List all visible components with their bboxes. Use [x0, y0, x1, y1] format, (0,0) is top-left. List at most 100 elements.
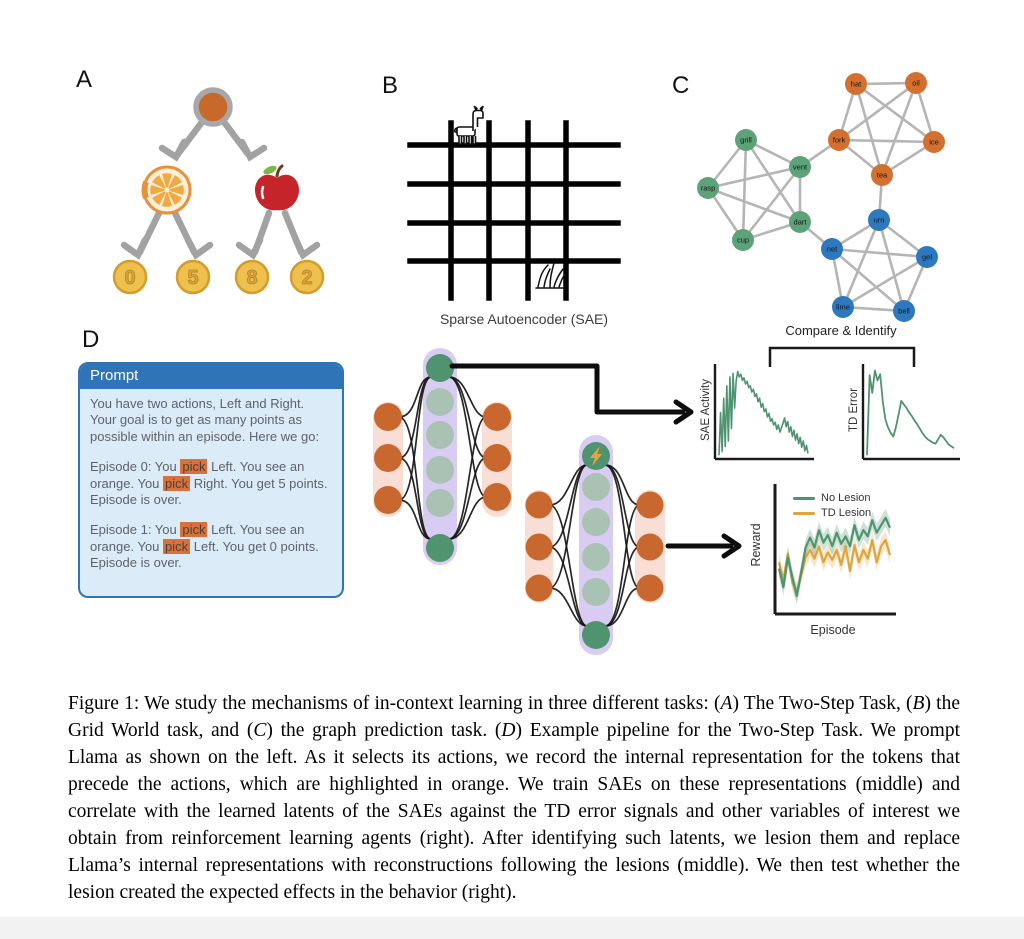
prompt-text: Left. You get 0 points. Episode is over. [90, 538, 319, 570]
coin-icon: 2 [289, 259, 325, 295]
graph-edge [741, 166, 802, 241]
panel-b-label: B [382, 72, 399, 99]
prompt-text: Left. You see an orange. You [90, 522, 305, 554]
prompt-text: Episode 1: You [90, 522, 181, 538]
connection [604, 546, 640, 627]
td-lesion-legend-swatch [793, 512, 815, 515]
compare-bracket [768, 346, 916, 367]
graph-node-net: net [821, 238, 843, 260]
graph-node-label: urn [874, 216, 885, 225]
output-node [636, 574, 664, 602]
connection [448, 416, 487, 540]
lightning-lesion-icon [590, 446, 602, 466]
graph-node-grill: grill [735, 129, 757, 151]
graph-node-cup: cup [732, 229, 754, 251]
input-node [525, 491, 553, 519]
input-node [374, 403, 402, 431]
graph-edge [838, 81, 917, 142]
no-lesion-legend-swatch [793, 497, 815, 500]
input-node [525, 533, 553, 561]
grid-world-diagram [407, 105, 621, 301]
graph-edge [880, 82, 918, 176]
connection [398, 457, 432, 540]
active-latent-node [426, 354, 454, 382]
active-latent-node [582, 621, 610, 649]
sae-network-1 [373, 348, 512, 565]
latent-node [426, 456, 454, 484]
caption-text: ) the Grid World task, and ( [68, 693, 960, 741]
graph-node-urn: urn [868, 209, 890, 231]
graph-edge [707, 165, 801, 190]
graph-edge [854, 83, 884, 176]
prompt-paragraph: Episode 0: You pick Left. You see an ora… [90, 459, 332, 508]
coin-value: 5 [187, 267, 198, 289]
graph-edge [855, 82, 935, 144]
series-line [777, 516, 892, 597]
no-lesion-legend-label: No Lesion [821, 492, 871, 504]
graph-node-label: ice [929, 138, 939, 147]
graph-edge [831, 248, 905, 312]
figure-caption: Figure 1: We study the mechanisms of in-… [68, 690, 960, 906]
sae-activity-plot [713, 364, 814, 461]
coin-icon: 8 [234, 259, 270, 295]
panel-c-label: C [672, 72, 690, 99]
graph-node-lime: lime [832, 296, 854, 318]
grass-icon [535, 262, 567, 289]
graph-node-label: oil [912, 79, 920, 88]
orange-fruit-icon [141, 165, 192, 215]
td-error-ylabel: TD Error [848, 387, 860, 433]
pick-token-highlight: pick [163, 538, 191, 554]
connection [604, 504, 640, 627]
graph-edge [877, 219, 906, 312]
series-line [866, 369, 955, 456]
pick-token-highlight: pick [163, 475, 191, 491]
prompt-paragraph: You have two actions, Left and Right. Yo… [90, 396, 332, 445]
pick-token-highlight: pick [180, 522, 208, 538]
graph-node-label: net [827, 245, 838, 254]
graph-node-label: dart [794, 218, 808, 227]
reward-plot [773, 484, 896, 616]
prompt-text: Left. You see an orange. You [90, 459, 305, 491]
connection [604, 464, 640, 589]
graph-node-rasp: rasp [697, 177, 719, 199]
prompt-text: Episode 0: You [90, 459, 181, 475]
panel-a-label: A [76, 66, 93, 93]
sae-label: Sparse Autoencoder (SAE) [439, 311, 609, 327]
graph-node-gel: gel [916, 246, 938, 268]
input-node [374, 444, 402, 472]
graph-node-label: hat [851, 80, 862, 89]
llama-icon [453, 105, 484, 145]
graph-edge [841, 219, 881, 308]
caption-text: ) Example pipeline for the Two-Step Task… [68, 720, 960, 903]
output-node [483, 483, 511, 511]
prompt-text: You have two actions, Left and Right. Yo… [90, 396, 320, 444]
graph-node-dart: dart [789, 211, 811, 233]
coin-value: 2 [301, 267, 312, 289]
connection [398, 499, 432, 540]
latent-node [426, 421, 454, 449]
output-node [636, 533, 664, 561]
connection [549, 504, 588, 627]
caption-italic-letter: D [501, 720, 516, 741]
series-line [718, 370, 809, 456]
prompt-text: Right. You get 5 points. Episode is over… [90, 475, 328, 507]
prompt-box-body: You have two actions, Left and Right. Yo… [80, 389, 342, 592]
latent-node [582, 578, 610, 606]
coin-value: 0 [124, 267, 135, 289]
sae-autoencoder-diagrams [373, 348, 665, 655]
td-error-plot [861, 364, 960, 461]
graph-node-label: lime [836, 303, 850, 312]
graph-edge [838, 138, 935, 144]
bottom-strip [0, 917, 1024, 939]
graph-node-label: grill [740, 136, 752, 145]
graph-node-oil: oil [905, 72, 927, 94]
compare-identify-label: Compare & Identify [785, 323, 897, 338]
graph-node-label: fork [833, 136, 846, 145]
root-state-icon [193, 87, 233, 127]
graph-node-tea: tea [871, 164, 893, 186]
active-latent-node [426, 534, 454, 562]
graph-node-label: bell [898, 307, 910, 316]
connection [549, 546, 588, 627]
sae-network-2 [525, 435, 665, 655]
